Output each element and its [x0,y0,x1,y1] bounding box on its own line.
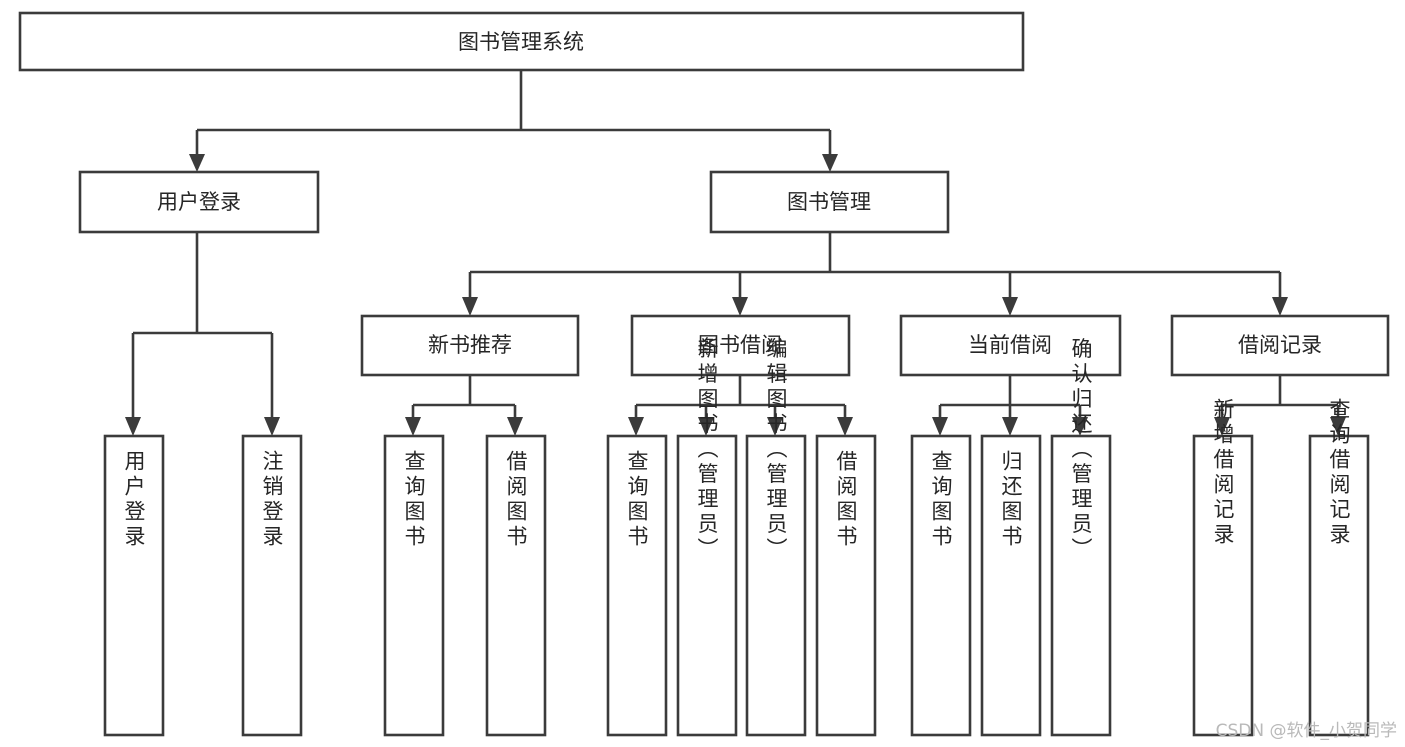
node-book-borrow[interactable]: 图书借阅 [630,314,851,377]
leaf-current-borrow-1-label: 归还图书 [999,450,1023,550]
arrow-current-borrow-child-1 [1002,417,1018,436]
leaf-current-borrow-1[interactable]: 归还图书 [980,434,1042,737]
leaf-book-borrow-1-box[interactable] [676,434,738,737]
arrow-book-mgmt-to-current-borrow [1002,297,1018,316]
leaf-book-borrow-2-label: 编辑图书（管理员） [764,338,788,563]
arrow-book-mgmt-to-borrow-record [1272,297,1288,316]
node-new-book-recommend-label: 新书推荐 [428,333,512,357]
leaf-book-borrow-2-box[interactable] [745,434,807,737]
node-root-box[interactable] [18,11,1025,72]
leaf-user-login-0[interactable]: 用户登录 [103,434,165,737]
leaf-user-login-0-box[interactable] [103,434,165,737]
leaf-user-login-0-label: 用户登录 [122,450,146,550]
leaf-borrow-record-0-label: 新增借阅记录 [1211,398,1235,548]
arrow-root-to-user-login [189,154,205,172]
leaf-borrow-record-1-box[interactable] [1308,434,1370,737]
node-user-login[interactable]: 用户登录 [78,170,320,234]
leaf-book-borrow-2[interactable]: 编辑图书（管理员） [745,338,807,737]
node-book-borrow-label: 图书借阅 [698,333,782,357]
node-book-management[interactable]: 图书管理 [709,170,950,234]
leaf-current-borrow-0-label: 查询图书 [929,450,953,550]
node-book-management-box[interactable] [709,170,950,234]
leaf-borrow-record-1[interactable]: 查询借阅记录 [1308,398,1370,737]
leaf-book-borrow-0-label: 查询图书 [625,450,649,550]
leaf-book-borrow-0-box[interactable] [606,434,668,737]
node-borrow-record[interactable]: 借阅记录 [1170,314,1390,377]
arrow-borrow-record-child-0 [1214,417,1230,436]
node-user-login-box[interactable] [78,170,320,234]
node-current-borrow[interactable]: 当前借阅 [899,314,1122,377]
leaf-new-book-0-box[interactable] [383,434,445,737]
arrow-user-login-child-0 [125,417,141,436]
arrow-current-borrow-child-0 [932,417,948,436]
leaf-book-borrow-3-label: 借阅图书 [834,450,858,550]
leaf-user-login-1-box[interactable] [241,434,303,737]
leaf-current-borrow-2-label: 确认归还（管理员） [1069,338,1093,563]
leaf-new-book-1-box[interactable] [485,434,547,737]
node-root-label: 图书管理系统 [458,30,584,54]
leaf-book-borrow-3[interactable]: 借阅图书 [815,434,877,737]
leaf-current-borrow-0-box[interactable] [910,434,972,737]
arrow-book-mgmt-to-book-borrow [732,297,748,316]
leaf-current-borrow-0[interactable]: 查询图书 [910,434,972,737]
node-borrow-record-box[interactable] [1170,314,1390,377]
connector-layer [125,70,1346,436]
leaf-new-book-1-label: 借阅图书 [504,450,528,550]
arrow-root-to-book-mgmt [822,154,838,172]
arrow-book-borrow-child-3 [837,417,853,436]
leaf-book-borrow-1[interactable]: 新增图书（管理员） [676,338,738,737]
arrow-new-book-child-0 [405,417,421,436]
leaf-current-borrow-2-box[interactable] [1050,434,1112,737]
arrow-book-borrow-child-2 [767,417,783,436]
arrow-new-book-child-1 [507,417,523,436]
node-root[interactable]: 图书管理系统 [18,11,1025,72]
leaf-current-borrow-1-box[interactable] [980,434,1042,737]
arrow-user-login-child-1 [264,417,280,436]
leaf-new-book-0-label: 查询图书 [402,450,426,550]
leaf-book-borrow-1-label: 新增图书（管理员） [695,338,719,563]
leaf-book-borrow-0[interactable]: 查询图书 [606,434,668,737]
node-current-borrow-label: 当前借阅 [968,333,1052,357]
leaf-new-book-0[interactable]: 查询图书 [383,434,445,737]
arrow-book-mgmt-to-new-book [462,297,478,316]
leaf-borrow-record-1-label: 查询借阅记录 [1327,398,1351,548]
node-user-login-label: 用户登录 [157,190,241,214]
node-borrow-record-label: 借阅记录 [1238,333,1322,357]
leaf-borrow-record-0[interactable]: 新增借阅记录 [1192,398,1254,737]
node-current-borrow-box[interactable] [899,314,1122,377]
leaf-new-book-1[interactable]: 借阅图书 [485,434,547,737]
leaf-book-borrow-3-box[interactable] [815,434,877,737]
arrow-book-borrow-child-1 [698,417,714,436]
node-book-borrow-box[interactable] [630,314,851,377]
node-new-book-recommend[interactable]: 新书推荐 [360,314,580,377]
arrow-book-borrow-child-0 [628,417,644,436]
leaf-current-borrow-2[interactable]: 确认归还（管理员） [1050,338,1112,737]
leaf-borrow-record-0-box[interactable] [1192,434,1254,737]
arrow-borrow-record-child-1 [1330,417,1346,436]
arrow-current-borrow-child-2 [1072,417,1088,436]
csdn-watermark: CSDN @软件_小贺同学 [1215,721,1397,741]
leaf-user-login-1[interactable]: 注销登录 [241,434,303,737]
node-new-book-recommend-box[interactable] [360,314,580,377]
node-book-management-label: 图书管理 [787,190,871,214]
leaf-user-login-1-label: 注销登录 [260,450,284,550]
